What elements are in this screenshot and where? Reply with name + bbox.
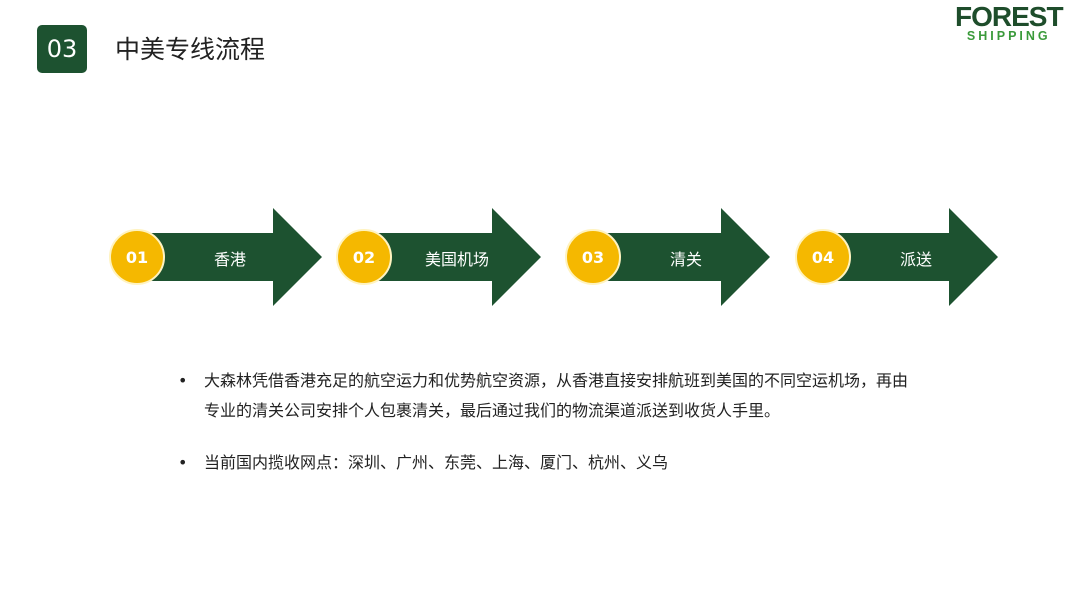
step-label: 派送 (899, 250, 932, 269)
section-number: 03 (46, 35, 78, 63)
arrow-shape (596, 208, 770, 306)
process-step-2: 02 美国机场 (327, 208, 567, 306)
step-number: 04 (795, 229, 851, 285)
step-number: 03 (565, 229, 621, 285)
arrow-shape (367, 208, 541, 306)
forest-shipping-logo: FOREST SHIPPING (955, 1, 1064, 43)
step-label: 美国机场 (424, 250, 489, 269)
process-step-4: 04 派送 (786, 208, 1026, 306)
step-label: 香港 (213, 250, 246, 269)
arrow-shape (140, 208, 322, 306)
description-list: •大森林凭借香港充足的航空运力和优势航空资源，从香港直接安排航班到美国的不同空运… (178, 366, 918, 500)
page-title: 中美专线流程 (115, 35, 266, 64)
bullet-item: •大森林凭借香港充足的航空运力和优势航空资源，从香港直接安排航班到美国的不同空运… (178, 366, 918, 426)
process-step-1: 01 香港 (100, 208, 340, 306)
arrow-shape (826, 208, 998, 306)
section-number-badge: 03 (37, 25, 87, 73)
bullet-icon: • (178, 371, 188, 390)
step-label: 清关 (669, 250, 702, 269)
bullet-icon: • (178, 453, 188, 472)
step-number: 02 (336, 229, 392, 285)
process-step-3: 03 清关 (556, 208, 796, 306)
bullet-item: •当前国内揽收网点：深圳、广州、东莞、上海、厦门、杭州、义乌 (178, 448, 918, 478)
step-number: 01 (109, 229, 165, 285)
